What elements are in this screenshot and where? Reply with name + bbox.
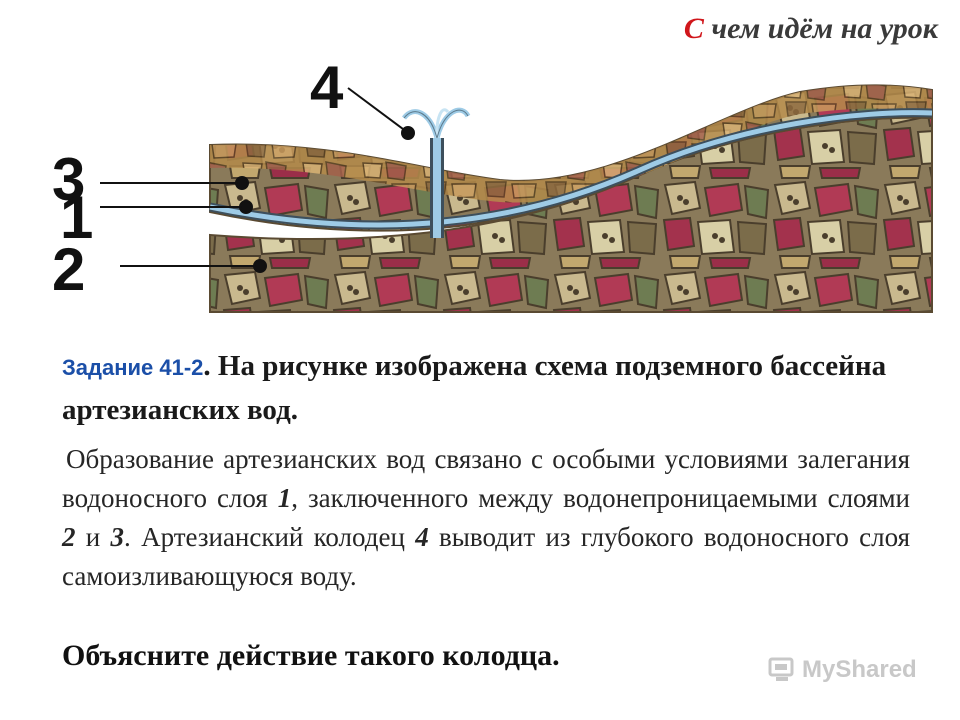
artesian-well-4	[402, 107, 471, 238]
artesian-basin-diagram: 4 3 1 2	[52, 55, 933, 313]
leader-dot-1	[239, 200, 253, 214]
surface-soil	[210, 85, 932, 203]
header-first-letter: С	[683, 12, 704, 45]
layer-number-3: 3	[110, 522, 125, 552]
slide-header: С чем идём на урок	[684, 12, 938, 46]
label-4: 4	[310, 55, 344, 121]
explanation-text-5: выводит из глубокого водоносного слоя са…	[62, 522, 910, 591]
watermark: MyShared	[768, 656, 917, 684]
task-text: . На рисунке изображена схема подземного…	[62, 350, 887, 426]
label-3: 3	[52, 146, 85, 213]
explanation-text-1: Образование артезианских вод связано с о…	[62, 444, 910, 513]
leader-dot-3	[235, 176, 249, 190]
header-title-text: чем идём на урок	[703, 12, 938, 45]
explanation-text-2: , заключенного между водонепроницаемыми …	[291, 483, 910, 513]
explanation-text-4: . Артезианский колодец	[124, 522, 416, 552]
explanation-paragraph: Образование артезианских вод связано с о…	[62, 440, 910, 596]
question-text: Объясните действие такого колодца.	[62, 639, 560, 672]
task-label: Задание 41-2	[62, 355, 204, 380]
label-1: 1	[60, 184, 93, 251]
label-2: 2	[52, 236, 85, 303]
task-heading: Задание 41-2. На рисунке изображена схем…	[62, 345, 922, 431]
layer-number-1: 1	[277, 483, 292, 513]
leader-line-4	[347, 87, 408, 133]
watermark-text: MyShared	[802, 656, 917, 683]
well-number-4: 4	[415, 522, 429, 552]
myshared-logo-icon	[768, 657, 794, 681]
leader-dot-2	[253, 259, 267, 273]
leader-dot-4	[401, 126, 415, 140]
layer-number-2: 2	[62, 522, 76, 552]
explanation-text-3: и	[75, 522, 111, 552]
